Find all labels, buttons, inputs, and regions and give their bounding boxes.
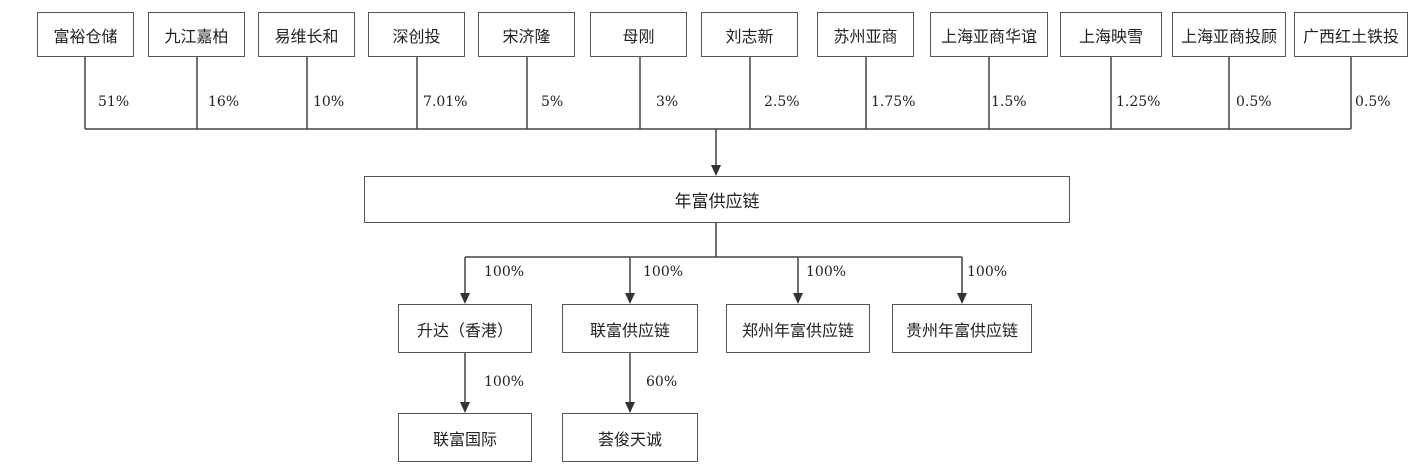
- company-box: 年富供应链: [364, 176, 1070, 223]
- shareholder-box: 苏州亚商: [817, 12, 914, 57]
- shareholding-pct-label: 10%: [313, 94, 345, 110]
- arrowhead: [460, 402, 470, 413]
- arrowhead: [711, 165, 721, 176]
- shareholding-pct-label: 2.5%: [764, 94, 800, 110]
- shareholder-box: 上海映雪: [1060, 12, 1162, 57]
- subsidiary-box: 郑州年富供应链: [726, 304, 870, 353]
- shareholding-pct-label: 0.5%: [1355, 94, 1391, 110]
- shareholder-box: 九江嘉柏: [148, 12, 245, 57]
- subsidiary-pct-label: 100%: [967, 264, 1008, 280]
- shareholder-box: 广西红土铁投: [1294, 12, 1408, 57]
- shareholding-pct-label: 1.75%: [871, 94, 916, 110]
- shareholder-box: 上海亚商华谊: [930, 12, 1048, 57]
- shareholding-pct-label: 5%: [541, 94, 564, 110]
- shareholding-pct-label: 1.25%: [1116, 94, 1161, 110]
- shareholding-pct-label: 3%: [656, 94, 679, 110]
- arrowhead: [460, 293, 470, 304]
- shareholder-box: 易维长和: [258, 12, 355, 57]
- shareholder-box: 母刚: [590, 12, 687, 57]
- sub-subsidiary-box: 荟俊天诚: [562, 413, 698, 462]
- shareholder-box: 上海亚商投顾: [1172, 12, 1286, 57]
- arrowhead: [625, 402, 635, 413]
- sub-subsidiary-pct-label: 60%: [646, 374, 678, 390]
- subsidiary-box: 联富供应链: [562, 304, 698, 353]
- sub-subsidiary-pct-label: 100%: [484, 374, 525, 390]
- subsidiary-pct-label: 100%: [484, 264, 525, 280]
- shareholder-box: 刘志新: [701, 12, 798, 57]
- shareholding-pct-label: 51%: [98, 94, 130, 110]
- shareholding-pct-label: 1.5%: [991, 94, 1027, 110]
- subsidiary-box: 升达（香港）: [398, 304, 532, 353]
- shareholding-pct-label: 0.5%: [1236, 94, 1272, 110]
- shareholder-box: 深创投: [368, 12, 465, 57]
- shareholding-pct-label: 16%: [208, 94, 240, 110]
- subsidiary-pct-label: 100%: [643, 264, 684, 280]
- arrowhead: [793, 293, 803, 304]
- subsidiary-pct-label: 100%: [806, 264, 847, 280]
- shareholder-box: 宋济隆: [478, 12, 575, 57]
- shareholder-box: 富裕仓储: [37, 12, 134, 57]
- arrowhead: [625, 293, 635, 304]
- shareholding-pct-label: 7.01%: [423, 94, 468, 110]
- subsidiary-box: 贵州年富供应链: [892, 304, 1032, 353]
- arrowhead: [957, 293, 967, 304]
- sub-subsidiary-box: 联富国际: [398, 413, 532, 462]
